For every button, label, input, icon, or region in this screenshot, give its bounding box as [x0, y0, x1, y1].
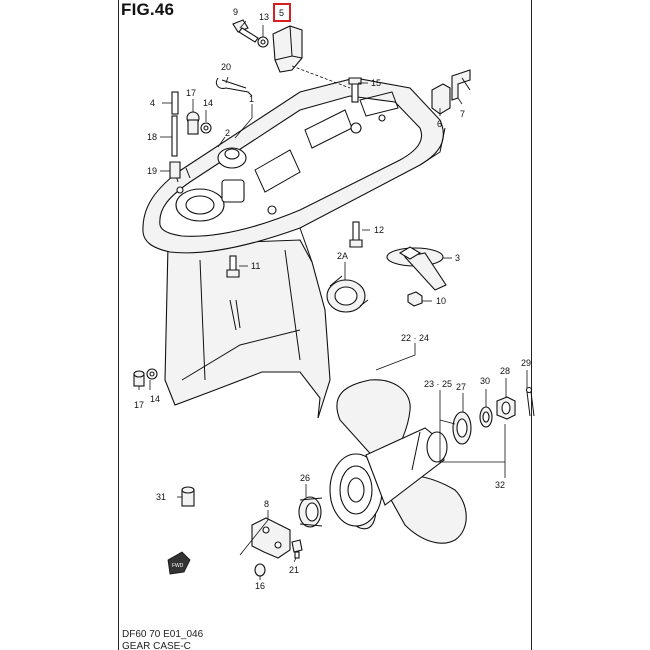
bolt-9[interactable]	[232, 19, 259, 43]
washer[interactable]	[479, 406, 493, 428]
spacer-block-5[interactable]	[272, 25, 303, 73]
callout-4: 4	[150, 98, 155, 108]
callout-21: 21	[289, 565, 299, 575]
footer-drawing-name: GEAR CASE-C	[122, 642, 191, 650]
callout-28: 28	[500, 366, 510, 376]
callout-20: 20	[221, 62, 231, 72]
callout-30: 30	[480, 376, 490, 386]
gasket-14-top[interactable]	[200, 122, 212, 134]
callout-18: 18	[147, 132, 157, 142]
bolt-15[interactable]	[348, 77, 362, 103]
propeller-nut[interactable]	[496, 396, 516, 420]
frame-right-border	[531, 0, 532, 650]
callout-16: 16	[255, 581, 265, 591]
leader-lines	[138, 20, 528, 580]
trim-tab[interactable]	[386, 246, 447, 291]
nut-10[interactable]	[407, 291, 423, 307]
bracket-7[interactable]	[451, 69, 471, 101]
plug-17-top[interactable]	[186, 111, 200, 135]
fwd-arrow-marker: FWD	[167, 551, 191, 575]
callout-7: 7	[460, 109, 465, 119]
footer-drawing-code: DF60 70 E01_046	[122, 629, 204, 640]
plug-17-bottom[interactable]	[133, 370, 145, 387]
callout-1: 1	[249, 94, 254, 104]
gasket-14-bottom[interactable]	[146, 368, 158, 380]
callout-29: 29	[521, 358, 531, 368]
callout-14-bottom: 14	[150, 394, 160, 404]
fwd-arrow-label: FWD	[172, 563, 184, 569]
bolt-12[interactable]	[349, 221, 363, 248]
callout-14-top: 14	[203, 98, 213, 108]
leader-5-to-housing	[291, 65, 351, 89]
callout-32: 32	[495, 480, 505, 490]
callout-8: 8	[264, 499, 269, 509]
cover-6[interactable]	[431, 83, 451, 115]
stud-4[interactable]	[171, 91, 179, 115]
propeller[interactable]	[329, 379, 467, 544]
callout-17-top: 17	[186, 88, 196, 98]
callout-2: 2	[225, 128, 230, 138]
anode-bracket-8[interactable]	[251, 517, 291, 559]
callout-19: 19	[147, 166, 157, 176]
callout-15: 15	[371, 78, 381, 88]
callout-9: 9	[233, 7, 238, 17]
callout-31: 31	[156, 492, 166, 502]
callout-26: 26	[300, 473, 310, 483]
callout-10: 10	[436, 296, 446, 306]
gear-case-housing[interactable]	[142, 77, 446, 419]
figure-title: FIG.46	[121, 0, 175, 19]
callout-labels: 9 13 5 20 15 6 7 4 17 14 18 19 1 2 12 3 …	[134, 7, 531, 591]
propeller-thrust-washer[interactable]	[452, 411, 472, 445]
callout-13: 13	[259, 12, 269, 22]
bearing-26[interactable]	[298, 496, 323, 528]
washer-13[interactable]	[257, 36, 269, 48]
callout-6: 6	[437, 119, 442, 129]
callout-2a: 2A	[337, 251, 348, 261]
bolt-11[interactable]	[226, 255, 240, 278]
callout-3: 3	[455, 253, 460, 263]
rod-18[interactable]	[171, 115, 178, 157]
callout-23-25: 23 · 25	[424, 379, 452, 389]
callout-12: 12	[374, 225, 384, 235]
collar-16[interactable]	[254, 563, 266, 577]
callout-27: 27	[456, 382, 466, 392]
cotter-pin[interactable]	[525, 386, 535, 417]
callout-17-bottom: 17	[134, 400, 144, 410]
callout-11: 11	[251, 261, 260, 271]
highlight-box-5	[273, 3, 291, 22]
bearing-2a[interactable]	[326, 275, 369, 313]
frame-left-border	[118, 0, 119, 650]
callout-22-24: 22 · 24	[401, 333, 429, 343]
nipple-19[interactable]	[169, 161, 181, 179]
plug-31[interactable]	[181, 486, 195, 507]
clip-20[interactable]	[215, 77, 253, 97]
bolt-21[interactable]	[291, 539, 303, 559]
callout-5: 5	[279, 8, 284, 18]
